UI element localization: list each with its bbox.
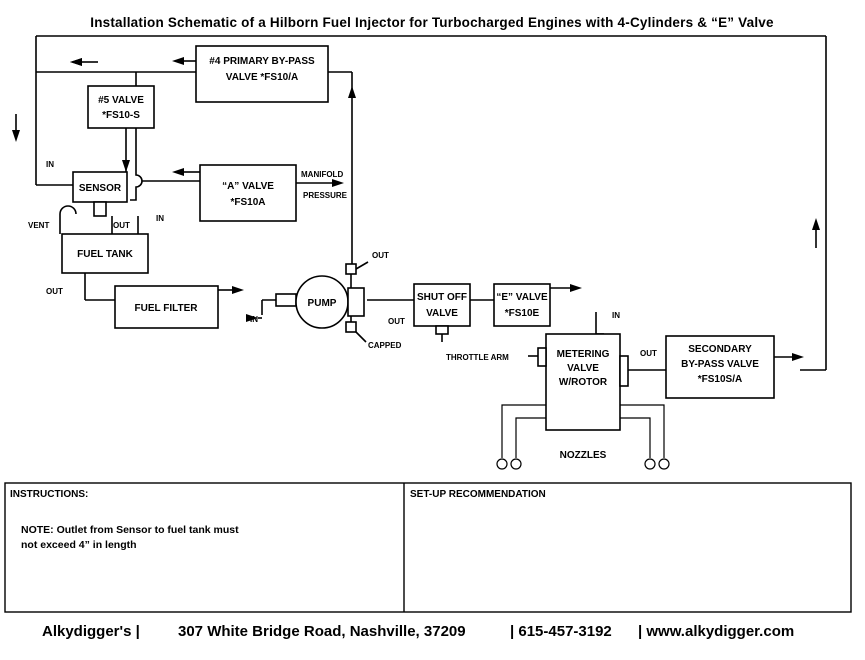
primary-bypass-line1: #4 PRIMARY BY-PASS (209, 56, 315, 67)
bottom-panels: INSTRUCTIONS: NOTE: Outlet from Sensor t… (4, 482, 852, 613)
primary-bypass-line2: VALVE *FS10/A (226, 72, 298, 83)
capped-label: CAPPED (368, 341, 402, 350)
metering-line1: METERING (557, 349, 610, 360)
fuel-filter: FUEL FILTER (114, 285, 219, 329)
e-valve: “E” VALVE *FS10E (493, 283, 551, 327)
pressure-label: PRESSURE (303, 191, 348, 200)
secondary-bypass-valve: SECONDARY BY-PASS VALVE *FS10S/A (665, 335, 775, 399)
footer-web: | www.alkydigger.com (638, 623, 794, 640)
secondary-line3: *FS10S/A (698, 374, 742, 385)
instructions-heading: INSTRUCTIONS: (10, 489, 88, 500)
a-valve-line1: “A” VALVE (222, 181, 274, 192)
sensor-label: SENSOR (79, 183, 122, 194)
pump-out-top-label: OUT (372, 251, 389, 260)
pump-label: PUMP (308, 298, 337, 309)
footer-phone: | 615-457-3192 (510, 623, 612, 640)
port-labels: IN VENT OUT IN OUT IN OUT OUT CAPPED MAN… (28, 160, 657, 362)
metering-line3: W/ROTOR (559, 377, 608, 388)
shutoff-line1: SHUT OFF (417, 292, 467, 303)
metering-valve: METERING VALVE W/ROTOR (537, 333, 629, 431)
manifold-label: MANIFOLD (301, 170, 343, 179)
footer: Alkydigger's | 307 White Bridge Road, Na… (42, 623, 794, 640)
valve5-line1: #5 VALVE (98, 95, 144, 106)
e-valve-line2: *FS10E (505, 308, 540, 319)
metering-in-label: IN (612, 311, 620, 320)
schematic-title: Installation Schematic of a Hilborn Fuel… (90, 15, 774, 30)
sensor-in-label: IN (46, 160, 54, 169)
shutoff-line2: VALVE (426, 308, 458, 319)
metering-out-label: OUT (640, 349, 657, 358)
nozzles: NOZZLES (496, 450, 670, 470)
footer-address: 307 White Bridge Road, Nashville, 37209 (178, 623, 466, 640)
instructions-note-line1: NOTE: Outlet from Sensor to fuel tank mu… (21, 524, 239, 536)
secondary-line2: BY-PASS VALVE (681, 359, 759, 370)
footer-company: Alkydigger's | (42, 623, 140, 640)
setup-heading: SET-UP RECOMMENDATION (410, 489, 546, 500)
e-valve-line1: “E” VALVE (496, 292, 548, 303)
secondary-line1: SECONDARY (688, 344, 752, 355)
pump-out-label: OUT (388, 317, 405, 326)
metering-line2: VALVE (567, 363, 599, 374)
instructions-note-line2: not exceed 4” in length (21, 539, 137, 551)
throttle-arm-label: THROTTLE ARM (446, 353, 509, 362)
fuel-filter-label: FUEL FILTER (135, 303, 199, 314)
valve5-line2: *FS10-S (102, 110, 140, 121)
valve-5: #5 VALVE *FS10-S (87, 85, 155, 129)
primary-bypass-valve: #4 PRIMARY BY-PASS VALVE *FS10/A (195, 45, 329, 103)
sensor: SENSOR (72, 171, 128, 217)
tank-in-label: IN (156, 214, 164, 223)
shutoff-valve: SHUT OFF VALVE (413, 283, 471, 342)
pump-in-label: IN (250, 315, 258, 324)
sensor-out-label: OUT (113, 221, 130, 230)
a-valve: “A” VALVE *FS10A (199, 164, 297, 222)
nozzles-label: NOZZLES (560, 450, 607, 461)
fuel-tank-label: FUEL TANK (77, 249, 134, 260)
tank-out-label: OUT (46, 287, 63, 296)
fuel-tank: FUEL TANK (61, 233, 149, 274)
a-valve-line2: *FS10A (230, 197, 265, 208)
pump: PUMP (275, 261, 369, 343)
vent-label: VENT (28, 221, 49, 230)
